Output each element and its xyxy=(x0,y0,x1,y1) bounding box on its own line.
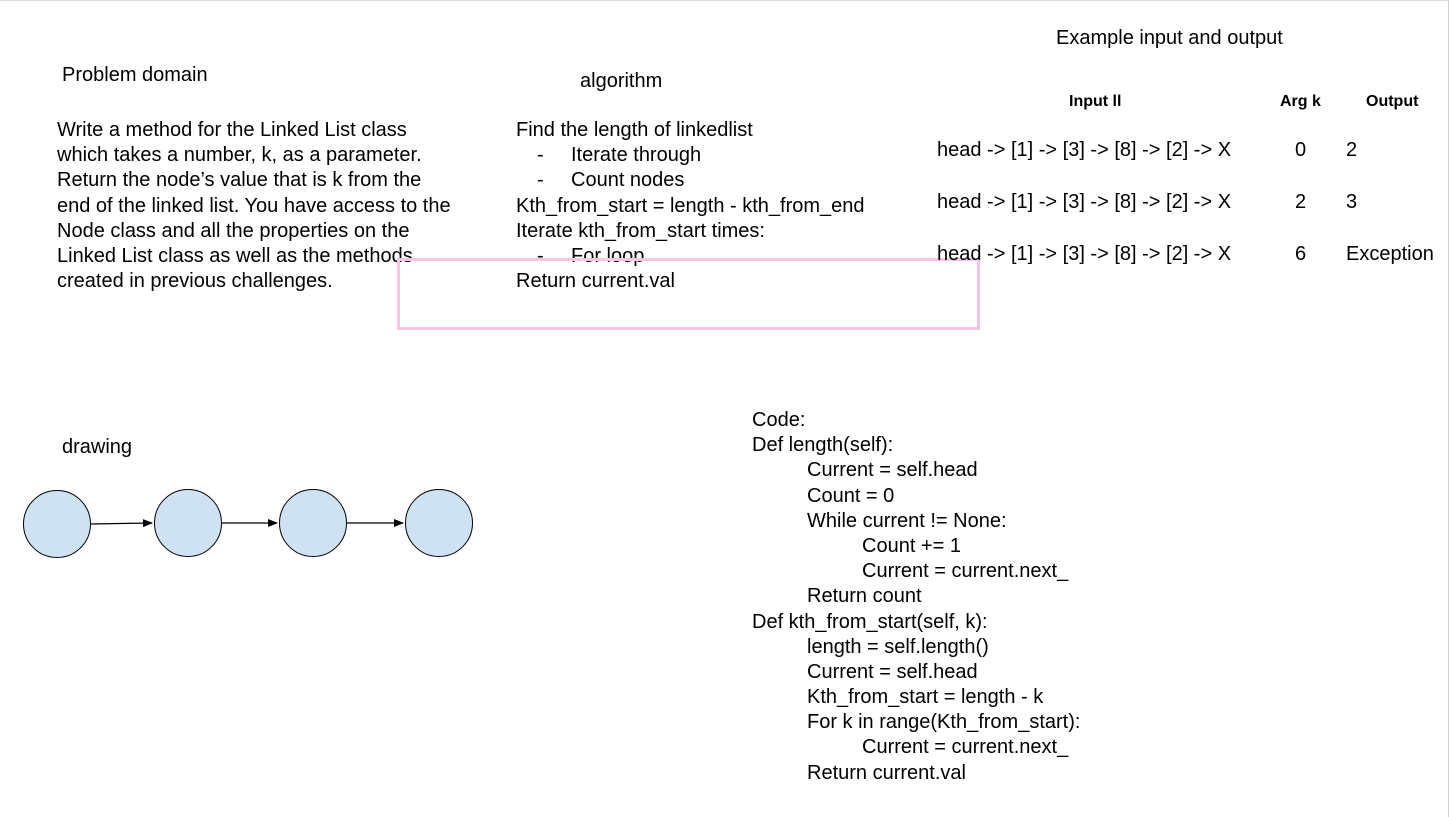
problem-domain-title[interactable]: Problem domain xyxy=(62,64,208,86)
problem-domain-line: Write a method for the Linked List class xyxy=(57,119,407,141)
example-output-cell[interactable]: Exception xyxy=(1346,243,1434,265)
header-output[interactable]: Output xyxy=(1366,93,1419,110)
algorithm-line: Return current.val xyxy=(516,270,675,293)
code-line: Current = self.head xyxy=(807,459,978,482)
list-node[interactable] xyxy=(154,489,222,557)
code-line: While current != None: xyxy=(807,509,1007,532)
algorithm-bullet-item: - Iterate through xyxy=(516,143,865,168)
bullet-dash: - xyxy=(537,244,544,267)
code-line: Count += 1 xyxy=(862,534,961,557)
algorithm-bullet-text: Iterate through xyxy=(571,144,702,167)
linked-list-drawing[interactable] xyxy=(0,470,500,580)
list-node[interactable] xyxy=(279,489,347,557)
problem-domain-line: which takes a number, k, as a parameter. xyxy=(57,144,422,167)
bullet-dash: - xyxy=(537,169,544,192)
drawing-title[interactable]: drawing xyxy=(62,436,133,458)
code-line: Kth_from_start = length - k xyxy=(807,686,1044,709)
algorithm-line: Find the length of linkedlist xyxy=(516,119,753,141)
arrow-connector[interactable] xyxy=(90,519,153,528)
code-line: Def length(self): xyxy=(752,434,894,457)
example-input-cell[interactable]: head -> [1] -> [3] -> [8] -> [2] -> X xyxy=(937,139,1232,161)
bullet-dash: - xyxy=(537,144,544,167)
code-line: Def kth_from_start(self, k): xyxy=(752,610,988,633)
problem-domain-line: created in previous challenges. xyxy=(57,270,333,293)
highlight-box[interactable] xyxy=(397,258,980,330)
example-output-cell[interactable]: 3 xyxy=(1346,191,1358,213)
algorithm-bullet-item: - For loop xyxy=(516,244,865,269)
code-line: Return current.val xyxy=(807,761,966,784)
algorithm-bullet-item: - Count nodes xyxy=(516,168,865,193)
problem-domain-line: end of the linked list. You have access … xyxy=(57,194,451,217)
code-line: length = self.length() xyxy=(807,635,989,658)
example-input-cell[interactable]: head -> [1] -> [3] -> [8] -> [2] -> X xyxy=(937,243,1232,265)
example-arg-cell[interactable]: 0 xyxy=(1295,139,1307,161)
code-line: Current = self.head xyxy=(807,660,978,683)
code-line: Count = 0 xyxy=(807,484,895,507)
problem-domain-text[interactable]: Write a method for the Linked List class… xyxy=(57,118,451,294)
example-output-cell[interactable]: 2 xyxy=(1346,139,1358,161)
algorithm-line: Iterate kth_from_start times: xyxy=(516,219,765,242)
algorithm-bullet-text: For loop xyxy=(571,244,645,267)
algorithm-line: Kth_from_start = length - kth_from_end xyxy=(516,194,865,217)
example-arg-cell[interactable]: 6 xyxy=(1295,243,1307,265)
header-input[interactable]: Input ll xyxy=(1069,93,1122,110)
problem-domain-line: Linked List class as well as the methods xyxy=(57,244,413,267)
canvas-top-border xyxy=(0,0,1449,1)
problem-domain-line: Node class and all the properties on the xyxy=(57,219,410,242)
code-line: Code: xyxy=(752,409,806,431)
code-line: Return count xyxy=(807,585,922,608)
examples-title[interactable]: Example input and output xyxy=(1056,27,1283,49)
code-line: Current = current.next_ xyxy=(862,736,1069,759)
problem-domain-line: Return the node’s value that is k from t… xyxy=(57,169,422,192)
list-node[interactable] xyxy=(23,490,91,558)
example-arg-cell[interactable]: 2 xyxy=(1295,191,1307,213)
algorithm-text[interactable]: Find the length of linkedlist - Iterate … xyxy=(516,118,865,294)
code-line: Current = current.next_ xyxy=(862,560,1069,583)
header-arg[interactable]: Arg k xyxy=(1280,93,1321,110)
code-block[interactable]: Code: Def length(self): Current = self.h… xyxy=(752,408,1080,786)
example-input-cell[interactable]: head -> [1] -> [3] -> [8] -> [2] -> X xyxy=(937,191,1232,213)
algorithm-title[interactable]: algorithm xyxy=(580,70,663,92)
algorithm-bullet-text: Count nodes xyxy=(571,169,685,192)
code-line: For k in range(Kth_from_start): xyxy=(807,711,1081,734)
list-node[interactable] xyxy=(405,489,473,557)
